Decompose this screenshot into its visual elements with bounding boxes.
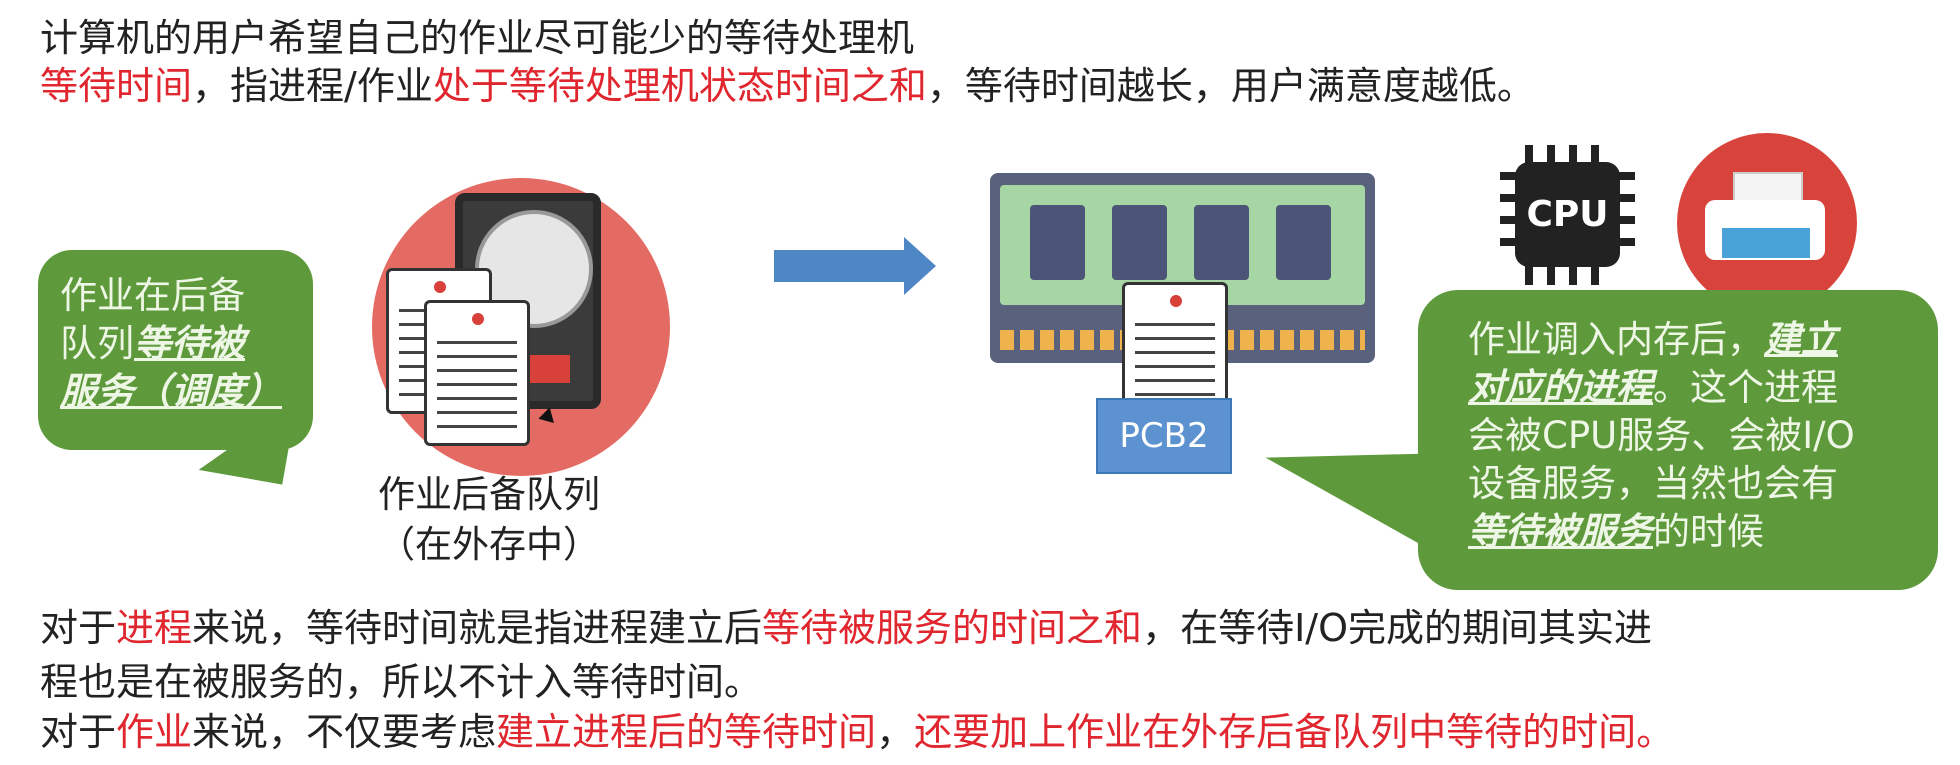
text-segment: 来说，不仅要考虑 [192,710,497,754]
right-bubble-emphasis: 对应的进程 [1468,366,1653,409]
text-segment: 来说，等待时间就是指进程建立后 [192,606,763,650]
right-arrow-icon [774,250,904,282]
right-bubble-line-3: 会被CPU服务、会被I/O [1468,414,1855,457]
job-explanation-line: 对于作业来说，不仅要考虑建立进程后的等待时间，还要加上作业在外存后备队列中等待的… [40,708,1674,756]
pcb-label: PCB2 [1096,398,1232,474]
text-segment: ， [876,710,915,754]
definition-line: 等待时间，指进程/作业处于等待处理机状态时间之和，等待时间越长，用户满意度越低。 [40,62,1535,110]
right-bubble-line-1: 作业调入内存后，建立 [1468,316,1908,364]
right-bubble-emphasis: 建立 [1764,318,1838,361]
cpu-icon: CPU [1515,162,1620,267]
highlight-segment: 建立进程后的等待时间 [496,710,877,754]
right-bubble-text: 的时候 [1653,510,1764,553]
text-segment: 对于 [40,710,117,754]
highlight-segment: 还要加上作业在外存后备队列中等待的时间。 [914,710,1675,754]
term-process: 进程 [116,606,193,650]
disk-indicator [530,355,570,383]
term-job: 作业 [116,710,193,754]
left-speech-bubble: 作业在后备 队列等待被 服务（调度） [38,250,313,450]
right-bubble-line-5: 等待被服务的时候 [1468,508,1908,556]
process-explanation-line-2: 程也是在被服务的，所以不计入等待时间。 [40,660,763,704]
left-bubble-text: 队列 [60,322,134,365]
caption-line-1: 作业后备队列 [378,473,600,516]
right-speech-bubble: 作业调入内存后，建立 对应的进程。这个进程 会被CPU服务、会被I/O 设备服务… [1418,290,1938,590]
highlight-segment: 等待被服务的时间之和 [762,606,1143,650]
caption-line-2: （在外存中） [378,523,600,566]
definition-text-1: ，指进程/作业 [192,64,433,108]
memory-chip-icon [1276,205,1331,280]
job-queue-caption: 作业后备队列 （在外存中） [354,470,624,570]
text-segment: ，在等待I/O完成的期间其实进 [1142,606,1652,650]
left-bubble-line-1: 作业在后备 [60,274,245,317]
term-waiting-time: 等待时间 [40,64,193,108]
memory-chip-icon [1194,205,1249,280]
right-bubble-text: 作业调入内存后， [1468,318,1764,361]
text-segment: 对于 [40,606,117,650]
printer-tray-icon [1722,228,1810,258]
left-bubble-line-2: 队列等待被 [60,320,297,368]
right-bubble-emphasis: 等待被服务 [1468,510,1653,553]
intro-line-1: 计算机的用户希望自己的作业尽可能少的等待处理机 [40,16,915,60]
right-arrow-head [904,237,936,295]
job-document-icon [424,300,530,446]
memory-chip-icon [1112,205,1167,280]
right-bubble-line-2: 对应的进程。这个进程 [1468,364,1908,412]
right-bubble-line-4: 设备服务，当然也会有 [1468,462,1838,505]
left-bubble-emphasis: 等待被 [134,322,245,365]
definition-highlight: 处于等待处理机状态时间之和 [432,64,927,108]
right-bubble-text: 。这个进程 [1653,366,1838,409]
left-bubble-line-3: 服务（调度） [60,370,282,413]
process-explanation-line-1: 对于进程来说，等待时间就是指进程建立后等待被服务的时间之和，在等待I/O完成的期… [40,604,1652,652]
definition-text-2: ，等待时间越长，用户满意度越低。 [926,64,1535,108]
memory-chip-icon [1030,205,1085,280]
